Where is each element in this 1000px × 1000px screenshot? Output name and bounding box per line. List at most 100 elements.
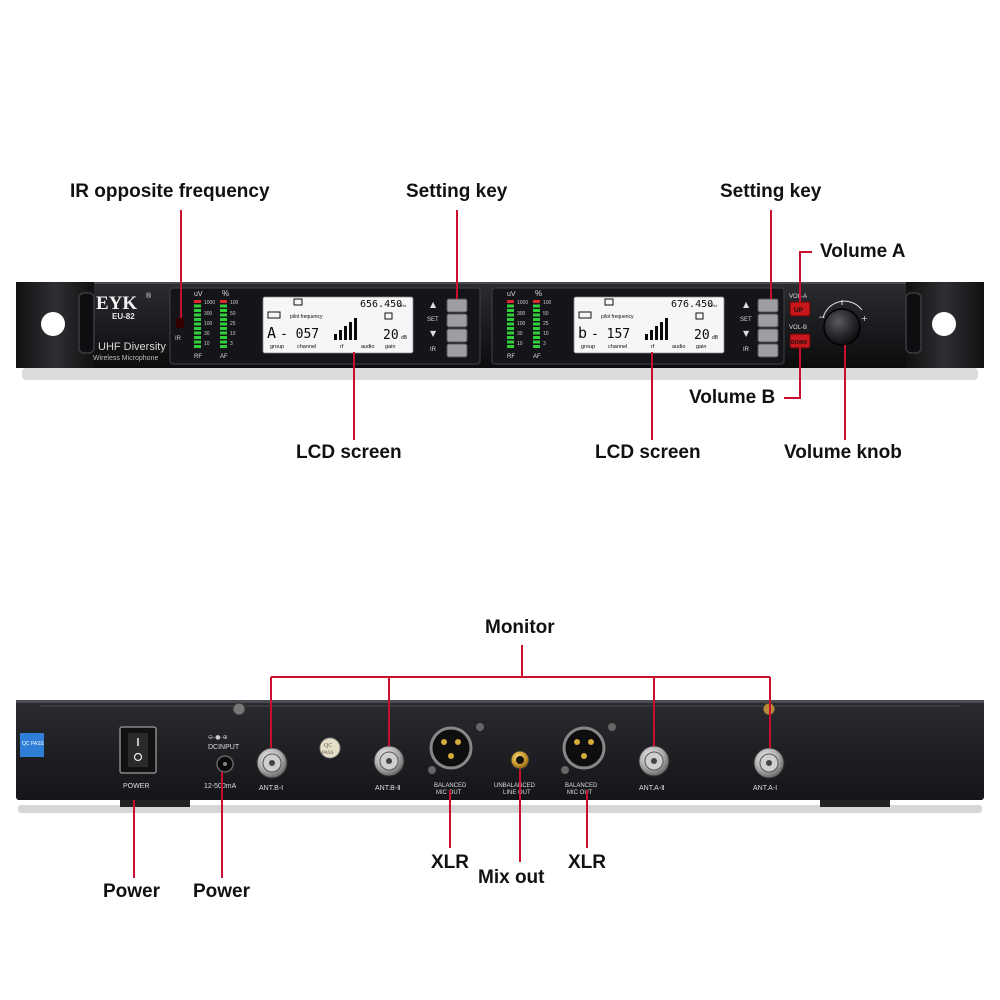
callout-lcd-screen-2: LCD screen xyxy=(595,442,701,463)
svg-text:UP: UP xyxy=(794,307,804,314)
xlr-connector-1[interactable] xyxy=(428,723,484,774)
led-segment xyxy=(507,345,514,348)
svg-text:QC PASS: QC PASS xyxy=(22,741,45,747)
setting-keys-a: ▲ SET ▼ IR xyxy=(427,298,468,358)
dc-polarity-icon: ⊖-●-⊕ xyxy=(208,734,228,741)
callout-power-1: Power xyxy=(103,881,161,902)
up-key[interactable] xyxy=(446,298,468,313)
rack-ear-left xyxy=(16,282,95,368)
lcd-footer-label: group xyxy=(270,344,284,350)
svg-text:SET: SET xyxy=(740,317,752,323)
callout-xlr-2: XLR xyxy=(568,852,606,873)
callout-ir-opposite-frequency: IR opposite frequency xyxy=(70,181,270,202)
svg-text:A: A xyxy=(267,324,276,342)
svg-text:20: 20 xyxy=(383,328,399,343)
led-segment xyxy=(194,313,201,317)
callout-mix-out: Mix out xyxy=(478,867,545,888)
front-panel: EYK ® EU-82 UHF Diversity Wireless Micro… xyxy=(16,282,984,380)
led-segment xyxy=(194,345,201,348)
svg-text:100: 100 xyxy=(543,300,552,306)
up-key[interactable] xyxy=(757,298,779,313)
power-label: POWER xyxy=(123,783,149,790)
antenna-a2-connector[interactable] xyxy=(638,745,670,777)
xlr-connector-2[interactable] xyxy=(561,723,616,774)
power-switch[interactable] xyxy=(119,726,157,774)
svg-text:100: 100 xyxy=(517,321,526,327)
svg-text:25: 25 xyxy=(230,321,236,327)
screw-icon xyxy=(232,702,246,716)
callout-volume-knob: Volume knob xyxy=(784,442,902,463)
svg-text:dB: dB xyxy=(712,335,719,341)
lcd-screen-b: 676.450 MHz pilot frequency b - 157 20 d… xyxy=(573,296,725,354)
channel-b-module: uV % 1000 300 100 30 10 100 50 25 10 3 R… xyxy=(491,287,785,365)
svg-text:3: 3 xyxy=(230,341,233,347)
led-segment xyxy=(194,309,201,312)
svg-text:%: % xyxy=(222,289,229,298)
lcd-screen-a: 656.450 MHz pilot frequency A - 057 20 d… xyxy=(262,296,414,354)
callout-setting-key-1: Setting key xyxy=(406,181,508,202)
svg-text:EU-82: EU-82 xyxy=(112,312,135,321)
volume-knob[interactable] xyxy=(823,308,861,346)
rear-callout-lines xyxy=(133,645,771,878)
led-segment xyxy=(220,336,227,339)
antenna-b2-connector[interactable] xyxy=(373,745,405,777)
set-key[interactable] xyxy=(757,313,779,328)
svg-text:VOL-B: VOL-B xyxy=(789,325,807,331)
lcd-footer-label: rf xyxy=(651,344,655,350)
led-segment xyxy=(533,309,540,312)
svg-text:656.450: 656.450 xyxy=(360,299,402,310)
led-segment xyxy=(533,322,540,326)
ir-label: IR xyxy=(175,336,182,342)
led-segment xyxy=(533,327,540,330)
svg-text:MHz: MHz xyxy=(709,303,717,308)
channel-a-module: IR uV % 1000 300 100 30 10 100 50 25 10 … xyxy=(169,287,481,365)
svg-text:MIC OUT: MIC OUT xyxy=(436,790,462,796)
svg-text:1000: 1000 xyxy=(204,300,215,306)
led-segment xyxy=(507,340,514,344)
svg-text:DCINPUT: DCINPUT xyxy=(208,744,240,751)
dc-input: ⊖-●-⊕ DCINPUT 12-500mA xyxy=(204,734,240,790)
led-segment xyxy=(533,300,540,303)
callout-power-2: Power xyxy=(193,881,251,902)
line-out-jack[interactable] xyxy=(510,750,530,770)
down-key[interactable] xyxy=(446,328,468,343)
svg-text:dB: dB xyxy=(401,335,408,341)
svg-text:−: − xyxy=(818,313,826,323)
svg-text:QC: QC xyxy=(324,743,332,749)
svg-text:UHF Diversity: UHF Diversity xyxy=(98,341,166,353)
lcd-footer-label: gain xyxy=(385,344,395,350)
svg-text:20: 20 xyxy=(694,328,710,343)
led-segment xyxy=(507,304,514,308)
svg-text:- 057: - 057 xyxy=(280,327,319,342)
led-segment xyxy=(507,318,514,321)
led-segment xyxy=(533,313,540,317)
led-segment xyxy=(220,309,227,312)
led-segment xyxy=(220,322,227,326)
svg-text:50: 50 xyxy=(230,311,236,317)
ant-a2-label: ANT.A-Ⅱ xyxy=(639,785,665,792)
antenna-b1-connector[interactable] xyxy=(256,747,288,779)
knob-scale-arc xyxy=(822,300,863,319)
svg-text:AF: AF xyxy=(220,354,228,360)
led-segment xyxy=(194,340,201,344)
rf-signal-bars-a xyxy=(334,318,357,340)
ir-key[interactable] xyxy=(446,343,468,358)
qc-pass-stamp: QC PASS xyxy=(319,737,341,759)
led-segment xyxy=(194,300,201,303)
svg-text:12-500mA: 12-500mA xyxy=(204,783,237,790)
led-segment xyxy=(507,309,514,312)
callout-lcd-screen-1: LCD screen xyxy=(296,442,402,463)
led-segment xyxy=(194,331,201,335)
lcd-footer-label: channel xyxy=(608,344,627,350)
lcd-footer-label: audio xyxy=(672,344,685,350)
led-segment xyxy=(194,318,201,321)
down-key[interactable] xyxy=(757,328,779,343)
led-segment xyxy=(220,340,227,344)
set-key[interactable] xyxy=(446,313,468,328)
antenna-a1-connector[interactable] xyxy=(753,747,785,779)
ir-key[interactable] xyxy=(757,343,779,358)
svg-text:30: 30 xyxy=(517,331,523,337)
led-segment xyxy=(507,322,514,326)
led-segment xyxy=(220,304,227,308)
svg-text:IR: IR xyxy=(430,347,437,353)
